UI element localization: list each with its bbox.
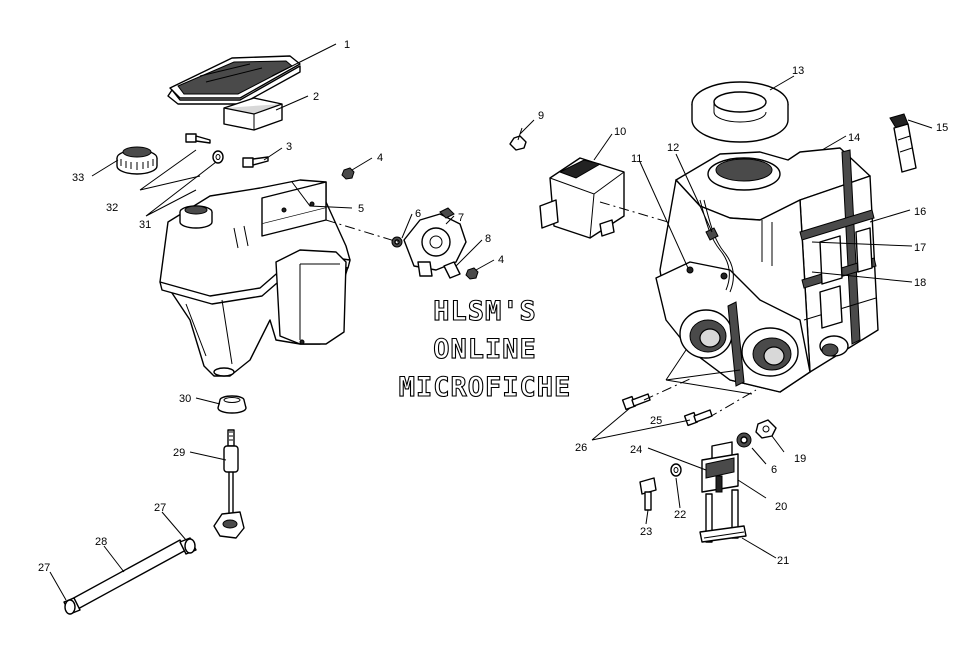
- part-clip-15: [889, 113, 917, 173]
- part-foam-block: [223, 97, 283, 131]
- callout-12: 12: [667, 142, 679, 154]
- watermark-line-2: ONLINE: [433, 334, 537, 365]
- callout-30: 30: [179, 393, 191, 405]
- callout-28: 28: [95, 536, 107, 548]
- callout-25: 25: [650, 415, 662, 427]
- part-nut-4a: [341, 167, 355, 180]
- callout-21: 21: [777, 555, 789, 567]
- part-screw-9: [509, 127, 527, 151]
- part-oil-level-sensor: [213, 429, 245, 539]
- part-oil-tank: [159, 179, 351, 377]
- part-nut-19: [755, 419, 777, 439]
- callout-9: 9: [538, 110, 544, 122]
- callout-6b: 6: [771, 464, 777, 476]
- part-clamp-27b: [179, 537, 197, 555]
- callout-29: 29: [173, 447, 185, 459]
- part-clamp-21: [699, 489, 747, 543]
- callout-19: 19: [794, 453, 806, 465]
- callout-5: 5: [358, 203, 364, 215]
- part-filler-cap: [116, 146, 158, 175]
- part-bolt-23: [639, 477, 657, 511]
- part-nut-4b: [465, 267, 479, 280]
- callout-18: 18: [914, 277, 926, 289]
- callout-33: 33: [72, 172, 84, 184]
- callout-8: 8: [485, 233, 491, 245]
- callout-10: 10: [614, 126, 626, 138]
- callout-27b: 27: [154, 502, 166, 514]
- callout-15: 15: [936, 122, 948, 134]
- part-bolt-32: [185, 133, 211, 144]
- part-cover: [167, 55, 301, 105]
- callout-27a: 27: [38, 562, 50, 574]
- part-bolt-3: [242, 156, 269, 168]
- part-grommet-30: [217, 395, 247, 414]
- callout-26: 26: [575, 442, 587, 454]
- callout-6a: 6: [415, 208, 421, 220]
- watermark-line-3: MICROFICHE: [399, 372, 572, 403]
- watermark-line-1: HLSM'S: [433, 296, 537, 327]
- part-bolt-26a: [621, 393, 651, 411]
- part-control-module: [539, 157, 625, 239]
- part-washer-31: [212, 150, 224, 164]
- callout-31: 31: [139, 219, 151, 231]
- callout-numbers: 1 2 3 4 5 6 7 8 4 9 10 11 12 13 14 15 16…: [38, 39, 948, 574]
- callout-11: 11: [631, 153, 642, 165]
- part-washer-6b: [736, 432, 752, 448]
- callout-3: 3: [286, 141, 292, 153]
- callout-4a: 4: [377, 152, 383, 164]
- part-airbox: [655, 147, 879, 393]
- leader-lines: [49, 43, 933, 601]
- callout-24: 24: [630, 444, 642, 456]
- part-washer-22: [670, 463, 682, 477]
- part-bracket-24: [701, 441, 739, 493]
- assembly-lines: [325, 201, 757, 419]
- callout-13: 13: [792, 65, 804, 77]
- callout-1: 1: [344, 39, 350, 51]
- callout-23: 23: [640, 526, 652, 538]
- callout-7: 7: [458, 212, 464, 224]
- part-bolt-26b: [683, 409, 713, 427]
- part-foam-ring: [691, 81, 789, 143]
- callout-17: 17: [914, 242, 926, 254]
- watermark: HLSM'S ONLINE MICROFICHE: [398, 295, 572, 403]
- callout-16: 16: [914, 206, 926, 218]
- callout-32: 32: [106, 202, 118, 214]
- callout-20: 20: [775, 501, 787, 513]
- callout-14: 14: [848, 132, 860, 144]
- callout-2: 2: [313, 91, 319, 103]
- part-oil-pump: [403, 207, 467, 277]
- part-hose-28: [69, 539, 187, 611]
- callout-4b: 4: [498, 254, 504, 266]
- callout-22: 22: [674, 509, 686, 521]
- part-clamp-27a: [63, 597, 81, 615]
